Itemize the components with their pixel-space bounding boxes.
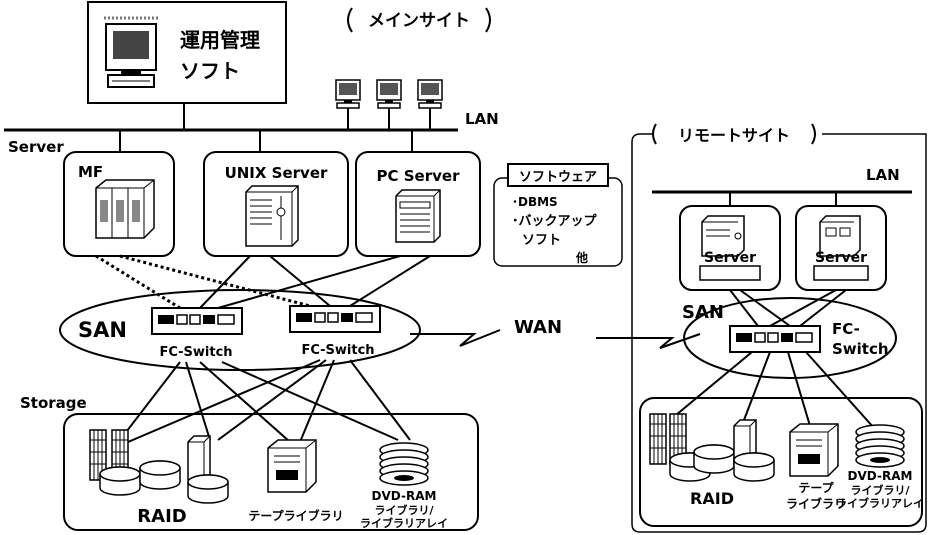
- server-pc: PC Server: [355, 151, 481, 257]
- mgmt-software-box: 運用管理 ソフト: [87, 1, 287, 104]
- software-item-other: 他: [575, 250, 588, 265]
- software-item-backup: ･バックアップ: [512, 214, 598, 229]
- wan-link: WAN: [410, 317, 701, 349]
- software-box: ソフトウェア ･DBMS ･バックアップ ソフト 他: [493, 163, 623, 267]
- mf-switch-links: [95, 254, 311, 310]
- remote-server-1: Server: [679, 205, 781, 291]
- remote-server-switch-links: [729, 289, 847, 327]
- remote-dvd-ram-icon: [855, 424, 905, 468]
- remote-dvd-label-1: DVD-RAM: [848, 469, 913, 483]
- remote-fc-switch-icon: [729, 325, 821, 353]
- main-lan-label: LAN: [465, 110, 499, 128]
- software-item-soft: ソフト: [522, 233, 561, 248]
- server-mf: MF: [63, 151, 175, 257]
- remote-server-2-label: Server: [815, 250, 867, 266]
- mainframe-icon: [95, 179, 155, 239]
- remote-storage-box: [639, 397, 923, 527]
- storage-section-label: Storage: [20, 394, 87, 412]
- remote-dvd-label-3: ライブラリアレイ: [836, 496, 924, 510]
- dvd-ram-label-3: ライブラリアレイ: [360, 516, 448, 530]
- fc-switch-icon: [151, 307, 243, 335]
- tape-library-label: テープライブラリ: [248, 508, 343, 523]
- client-pc-icon: [376, 79, 402, 109]
- server-switch-links: [199, 255, 431, 309]
- raid-label: RAID: [137, 506, 186, 527]
- lan-clients: [335, 79, 443, 130]
- remote-switch-label-1: FC-: [832, 320, 860, 338]
- remote-tape-label-1: テープ: [798, 480, 834, 495]
- remote-site-title: リモートサイト: [678, 126, 790, 145]
- dvd-ram-library-icon: [379, 442, 429, 486]
- remote-tape-label-2: ライブラリ: [786, 496, 846, 511]
- software-item-dbms: ･DBMS: [512, 195, 558, 209]
- fc-switch-icon: [289, 305, 381, 333]
- mgmt-software-line1: 運用管理: [180, 28, 260, 52]
- mgmt-terminal-icon: [104, 16, 160, 88]
- tape-library-icon: [267, 439, 317, 493]
- remote-server-1-label: Server: [704, 250, 756, 266]
- server-icon: [701, 215, 745, 257]
- server-unix-label: UNIX Server: [225, 164, 328, 182]
- remote-raid-label: RAID: [690, 489, 734, 508]
- software-box-title: ソフトウェア: [519, 170, 597, 185]
- server-unix: UNIX Server: [203, 151, 349, 257]
- main-site-title: メインサイト: [347, 7, 491, 33]
- client-pc-icon: [417, 79, 443, 109]
- dvd-ram-label-2: ライブラリ/: [374, 503, 434, 517]
- remote-san-label: SAN: [682, 302, 724, 323]
- main-site: メインサイト 運用管理 ソフト LAN: [4, 1, 623, 531]
- client-pc-icon: [335, 79, 361, 109]
- remote-tape-library-icon: [789, 423, 839, 477]
- fc-switch-label-1: FC-Switch: [159, 345, 232, 360]
- remote-site: リモートサイト LAN Server Se: [631, 123, 927, 533]
- server-icon: [819, 215, 861, 257]
- main-site-title-text: メインサイト: [368, 11, 470, 31]
- unix-server-icon: [245, 185, 299, 247]
- server-section-label: Server: [8, 138, 64, 156]
- remote-switch-storage-links: [669, 351, 875, 429]
- remote-switch-label-2: Switch: [832, 340, 889, 358]
- remote-dvd-label-2: ライブラリ/: [850, 483, 910, 497]
- fc-switch-label-2: FC-Switch: [301, 343, 374, 358]
- server-pc-label: PC Server: [377, 167, 461, 185]
- switch-storage-links: [119, 359, 411, 443]
- remote-server-2: Server: [795, 205, 887, 291]
- pc-server-icon: [395, 189, 441, 243]
- server-mf-label: MF: [78, 163, 103, 181]
- remote-lan-label: LAN: [866, 166, 900, 184]
- wan-label: WAN: [514, 317, 562, 338]
- dvd-ram-label: DVD-RAM: [372, 489, 437, 503]
- main-san-label: SAN: [78, 318, 127, 342]
- mgmt-software-line2: ソフト: [180, 59, 240, 83]
- remote-san-ellipse: [683, 297, 897, 379]
